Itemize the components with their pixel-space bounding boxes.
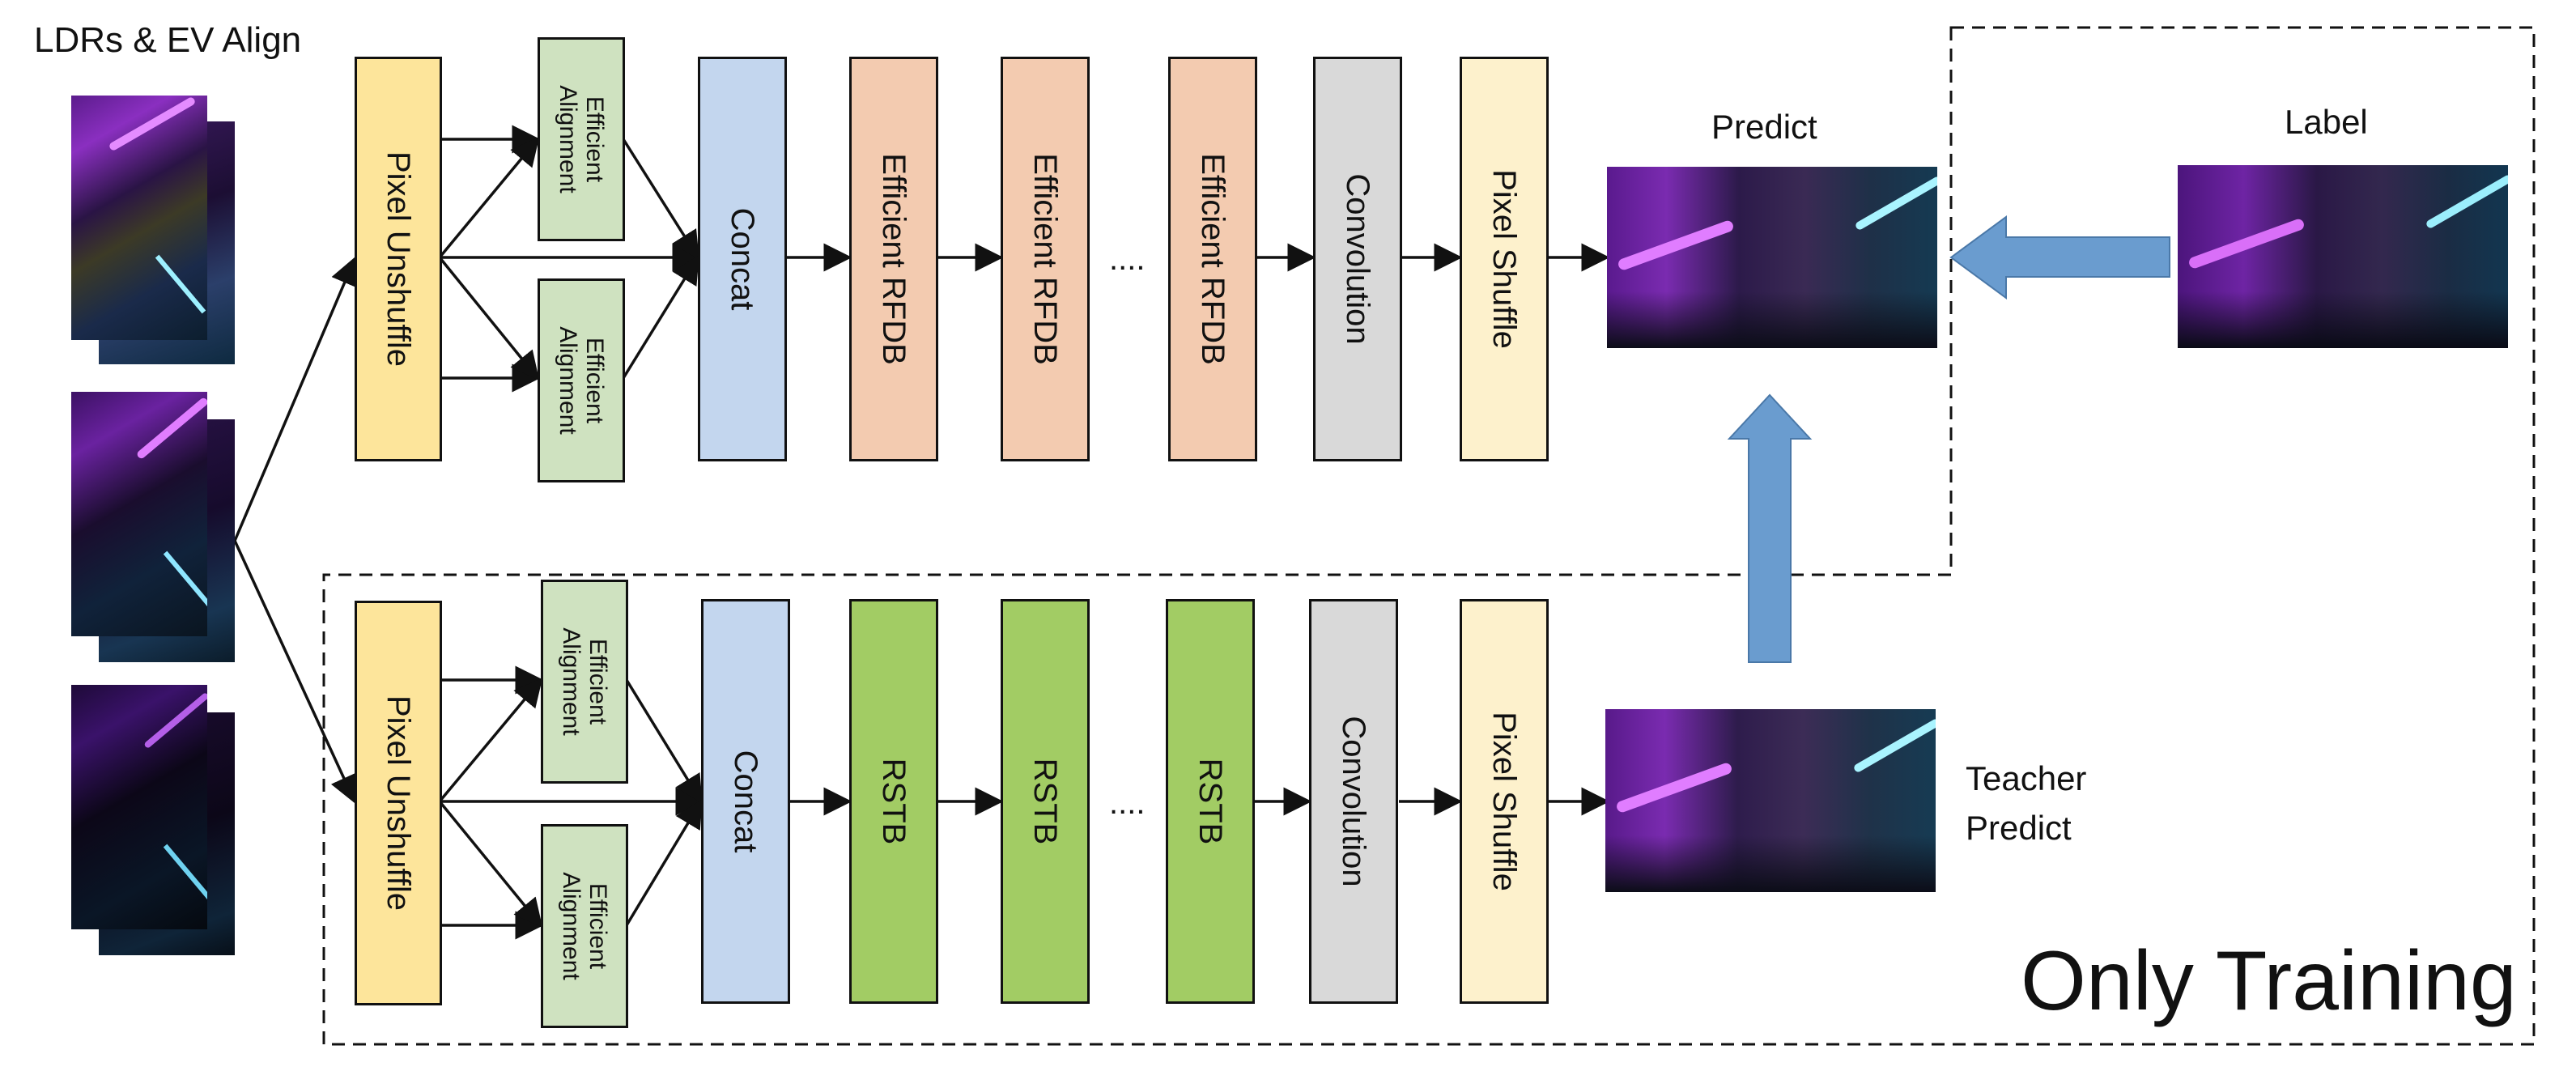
- ldr-image-2-front: [71, 392, 207, 636]
- teacher-alignment-top-label: Efficient Alignment: [558, 627, 611, 736]
- student-ellipsis: ....: [1109, 241, 1146, 277]
- arrow-input-to-student: [233, 256, 358, 542]
- student-convolution: Convolution: [1313, 57, 1402, 461]
- student-rfdb-1: Efficient RFDB: [849, 57, 938, 461]
- student-alignment-bottom-label: Efficient Alignment: [555, 326, 608, 435]
- student-pixel-shuffle-label: Pixel Shuffle: [1486, 169, 1522, 349]
- teacher-convolution-label: Convolution: [1336, 716, 1371, 887]
- big-arrow-teacher-to-predict: [1727, 393, 1813, 663]
- teacher-rstb-1-label: RSTB: [876, 758, 912, 845]
- teacher-rstb-3-label: RSTB: [1192, 758, 1228, 845]
- teacher-concat: Concat: [701, 599, 790, 1004]
- student-pixel-unshuffle-label: Pixel Unshuffle: [380, 151, 416, 368]
- teacher-rstb-2-label: RSTB: [1027, 758, 1063, 845]
- arrow-s-aligntop-concat: [622, 138, 699, 260]
- input-title: LDRs & EV Align: [34, 20, 302, 60]
- ldr-image-1-front: [71, 96, 207, 340]
- teacher-predict-image: [1605, 709, 1936, 892]
- only-training-label: Only Training: [2021, 934, 2517, 1028]
- student-pixel-shuffle: Pixel Shuffle: [1460, 57, 1549, 461]
- student-rfdb-2-label: Efficient RFDB: [1027, 153, 1063, 365]
- arrow-s-unshuffle-diag-up: [438, 137, 540, 259]
- teacher-pixel-shuffle: Pixel Shuffle: [1460, 599, 1549, 1004]
- teacher-rstb-2: RSTB: [1001, 599, 1090, 1004]
- student-rfdb-2: Efficient RFDB: [1001, 57, 1090, 461]
- label-image: [2178, 165, 2508, 348]
- student-concat-label: Concat: [725, 207, 760, 311]
- student-efficient-alignment-bottom: Efficient Alignment: [538, 278, 625, 482]
- teacher-ellipsis: ....: [1109, 785, 1146, 821]
- big-arrow-label-to-predict: [1949, 215, 2170, 300]
- student-rfdb-3-label: Efficient RFDB: [1195, 153, 1231, 365]
- arrow-t-aligntop-concat: [625, 679, 703, 804]
- student-alignment-top-label: Efficient Alignment: [555, 85, 608, 193]
- student-rfdb-1-label: Efficient RFDB: [876, 153, 912, 365]
- student-concat: Concat: [698, 57, 787, 461]
- teacher-predict-label: Teacher Predict: [1966, 759, 2087, 847]
- teacher-concat-label: Concat: [728, 750, 763, 853]
- teacher-pixel-unshuffle: Pixel Unshuffle: [355, 601, 442, 1005]
- teacher-alignment-bottom-label: Efficient Alignment: [558, 872, 611, 980]
- teacher-pixel-unshuffle-label: Pixel Unshuffle: [380, 695, 416, 912]
- student-rfdb-3: Efficient RFDB: [1168, 57, 1257, 461]
- arrow-input-to-teacher: [233, 540, 357, 805]
- arrow-t-unshuffle-diag-up: [438, 678, 543, 803]
- student-efficient-alignment-top: Efficient Alignment: [538, 37, 625, 241]
- teacher-convolution: Convolution: [1309, 599, 1398, 1004]
- predict-label: Predict: [1711, 108, 1817, 146]
- teacher-efficient-alignment-top: Efficient Alignment: [541, 580, 628, 784]
- teacher-rstb-3: RSTB: [1166, 599, 1255, 1004]
- arrow-t-unshuffle-diag-down: [438, 800, 543, 928]
- predict-image: [1607, 167, 1937, 348]
- student-convolution-label: Convolution: [1340, 173, 1375, 345]
- teacher-rstb-1: RSTB: [849, 599, 938, 1004]
- teacher-pixel-shuffle-label: Pixel Shuffle: [1486, 712, 1522, 891]
- arrow-s-alignbottom-concat: [622, 255, 699, 379]
- student-pixel-unshuffle: Pixel Unshuffle: [355, 57, 442, 461]
- arrow-s-unshuffle-diag-down: [438, 256, 540, 380]
- ldr-image-3-front: [71, 685, 207, 929]
- teacher-efficient-alignment-bottom: Efficient Alignment: [541, 824, 628, 1028]
- label-title: Label: [2285, 103, 2368, 141]
- arrow-t-alignbottom-concat: [625, 799, 703, 926]
